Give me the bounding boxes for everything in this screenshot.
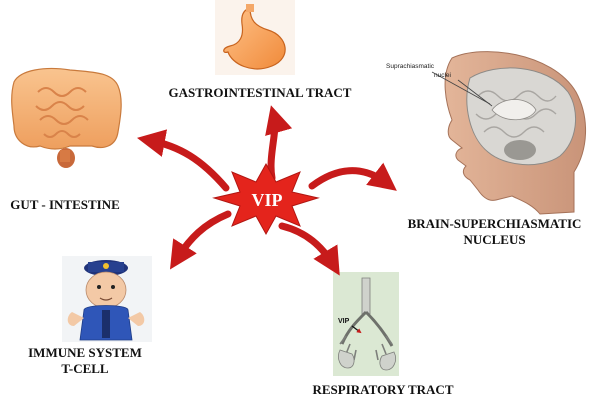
arrow-to-gut bbox=[136, 129, 230, 192]
label-respiratory-tract: RESPIRATORY TRACT bbox=[312, 382, 454, 397]
label-brain-line1: BRAIN-SUPERCHIASMATIC bbox=[407, 216, 582, 231]
annotation-nuclei: nuclei bbox=[434, 72, 451, 79]
arrow-to-immune bbox=[169, 210, 232, 270]
label-gastrointestinal-tract: GASTROINTESTINAL TRACT bbox=[168, 85, 352, 100]
arrow-to-brain bbox=[308, 162, 397, 191]
label-brain: BRAIN-SUPERCHIASMATIC NUCLEUS bbox=[392, 216, 597, 248]
label-immune-line2: T-CELL bbox=[61, 361, 109, 376]
brain-head-icon bbox=[431, 51, 586, 215]
stomach-icon bbox=[215, 0, 295, 75]
annotation-respiratory-vip: VIP bbox=[338, 318, 350, 325]
annotation-suprachiasmatic: Suprachiasmatic bbox=[386, 63, 435, 70]
label-immune-line1: IMMUNE SYSTEM bbox=[28, 345, 142, 360]
vip-burst bbox=[212, 162, 320, 236]
arrow-to-respiratory bbox=[278, 222, 340, 276]
label-immune: IMMUNE SYSTEM T-CELL bbox=[20, 345, 150, 377]
intestine-icon bbox=[11, 67, 122, 168]
label-gut-intestine: GUT - INTESTINE bbox=[10, 197, 120, 212]
label-brain-line2: NUCLEUS bbox=[463, 232, 526, 247]
police-officer-icon bbox=[62, 256, 152, 342]
vip-center-label: VIP bbox=[251, 190, 283, 210]
arrow-to-gi bbox=[265, 105, 293, 182]
lungs-icon bbox=[333, 272, 399, 376]
